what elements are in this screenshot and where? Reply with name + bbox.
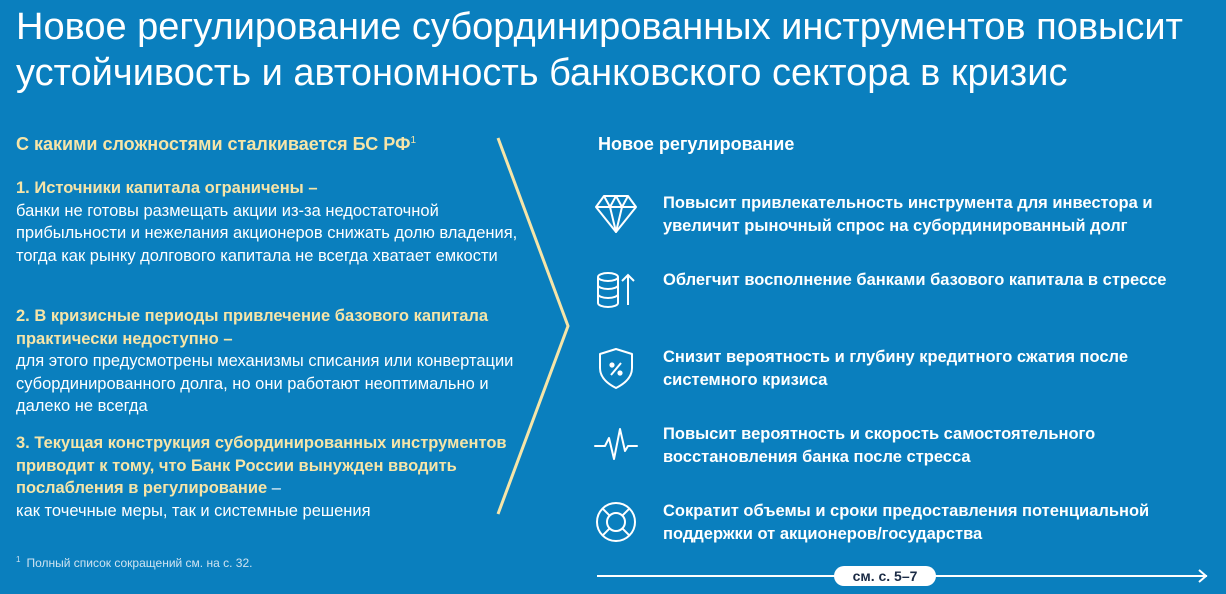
- shield-percent-icon: [599, 348, 633, 389]
- pulse-icon: [594, 428, 638, 460]
- footnote-text: Полный список сокращений см. на с. 32.: [26, 556, 253, 570]
- footnote-mark: 1: [16, 555, 21, 564]
- problem-description: банки не готовы размещать акции из-за не…: [16, 201, 518, 265]
- benefit-item-4: Повысит вероятность и скорость самостоят…: [594, 423, 1214, 479]
- benefit-item-3: Снизит вероятность и глубину кредитного …: [594, 346, 1214, 402]
- diamond-icon: [595, 195, 637, 233]
- problem-item-1: 1. Источники капитала ограничены – банки…: [16, 177, 536, 267]
- benefit-text: Повысит вероятность и скорость самостоят…: [663, 425, 1096, 466]
- benefit-text: Снизит вероятность и глубину кредитного …: [663, 348, 1128, 389]
- page-title: Новое регулирование субординированных ин…: [16, 6, 1183, 94]
- problem-item-3: 3. Текущая конструкция субординированных…: [16, 432, 536, 522]
- problem-title: 1. Источники капитала ограничены –: [16, 179, 318, 197]
- problem-description: как точечные меры, так и системные решен…: [16, 501, 371, 520]
- benefit-text: Сократит объемы и сроки предоставления п…: [663, 502, 1150, 543]
- benefit-item-5: Сократит объемы и сроки предоставления п…: [594, 500, 1214, 556]
- problem-title: 2. В кризисные периоды привлечение базов…: [16, 307, 489, 348]
- benefit-item-1: Повысит привлекательность инструмента дл…: [594, 192, 1214, 248]
- lifebuoy-icon: [596, 502, 636, 542]
- arrow-right-icon: [1198, 569, 1208, 583]
- see-pages-link[interactable]: см. с. 5–7: [834, 566, 936, 586]
- coins-up-icon: [597, 272, 635, 308]
- challenges-heading: С какими сложностями сталкивается БС РФ1: [16, 134, 416, 155]
- new-regulation-heading: Новое регулирование: [598, 134, 795, 154]
- problem-dash: –: [271, 479, 281, 497]
- benefit-text: Повысит привлекательность инструмента дл…: [663, 194, 1153, 235]
- problem-item-2: 2. В кризисные периоды привлечение базов…: [16, 305, 536, 418]
- challenges-heading-text: С какими сложностями сталкивается БС РФ: [16, 134, 411, 154]
- chevron-divider-icon: [496, 137, 570, 515]
- problem-title: 3. Текущая конструкция субординированных…: [16, 434, 507, 497]
- footnote-ref: 1: [410, 135, 416, 146]
- problem-description: для этого предусмотрены механизмы списан…: [16, 352, 514, 415]
- benefit-text: Облегчит восполнение банками базового ка…: [663, 271, 1167, 289]
- footnote: 1 Полный список сокращений см. на с. 32.: [16, 555, 252, 570]
- benefit-item-2: Облегчит восполнение банками базового ка…: [594, 269, 1214, 325]
